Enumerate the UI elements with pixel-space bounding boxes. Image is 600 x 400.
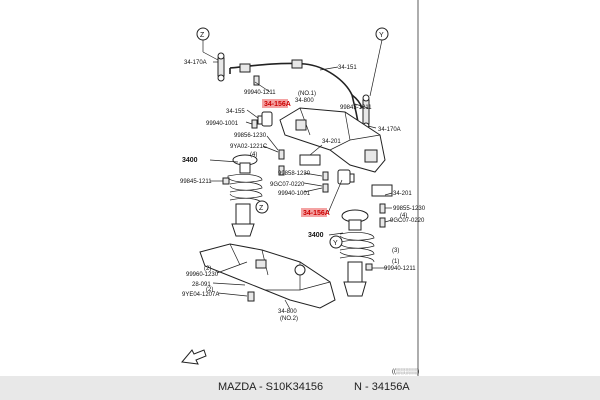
left-strut-assembly	[227, 154, 263, 237]
svg-text:34-170A: 34-170A	[378, 127, 401, 133]
left-stabilizer-link	[217, 57, 225, 77]
svg-text:(1): (1)	[392, 259, 399, 265]
svg-text:Y: Y	[379, 32, 384, 39]
svg-text:Z: Z	[259, 205, 264, 212]
svg-text:(4): (4)	[400, 213, 407, 219]
stabilizer-bushing-upper	[261, 111, 273, 127]
svg-text:34-201: 34-201	[322, 139, 341, 145]
svg-text:34-170A: 34-170A	[184, 60, 207, 66]
stabilizer-bar	[229, 62, 361, 133]
svg-text:(3): (3)	[392, 248, 399, 254]
svg-text:(4): (4)	[250, 152, 257, 158]
svg-text:(NO.2): (NO.2)	[280, 316, 298, 322]
svg-text:34-151: 34-151	[338, 65, 357, 71]
svg-text:99940-1001: 99940-1001	[278, 191, 311, 197]
svg-text:((░░░░░): ((░░░░░)	[392, 368, 419, 375]
highlighted-part-bottom: 34-156A	[303, 210, 330, 217]
leader-lines	[202, 39, 393, 310]
svg-text:Y: Y	[333, 240, 338, 247]
bar-bushing-left	[239, 63, 251, 73]
svg-text:9YA02-1221C: 9YA02-1221C	[230, 144, 268, 150]
svg-text:99940-1001: 99940-1001	[206, 121, 239, 127]
brand-part-code: MAZDA - S10K34156	[218, 381, 324, 393]
svg-text:(2): (2)	[206, 287, 213, 293]
svg-text:Z: Z	[200, 32, 205, 39]
svg-text:99940-1211: 99940-1211	[244, 90, 276, 96]
stabilizer-bushing-lower	[337, 169, 351, 185]
svg-text:99843-1211: 99843-1211	[340, 105, 372, 111]
svg-text:99845-1211: 99845-1211	[180, 179, 212, 185]
svg-text:99855-1230: 99855-1230	[393, 206, 426, 212]
svg-text:(NO.1): (NO.1)	[298, 91, 316, 97]
svg-text:99960-1230: 99960-1230	[186, 272, 219, 278]
svg-text:9GC07-0220: 9GC07-0220	[390, 218, 425, 224]
svg-text:34-800: 34-800	[278, 309, 297, 315]
right-stabilizer-link	[362, 99, 370, 125]
svg-text:34-201: 34-201	[393, 191, 412, 197]
bracket-34-201-left	[299, 154, 321, 166]
part-info-footer: MAZDA - S10K34156 N - 34156A	[0, 376, 600, 400]
svg-text:(2): (2)	[204, 266, 211, 272]
svg-text:34-155: 34-155	[226, 109, 245, 115]
svg-text:3400: 3400	[182, 157, 198, 164]
svg-text:9YE04-1207A: 9YE04-1207A	[182, 292, 219, 298]
highlighted-part-top: 34-156A	[264, 101, 291, 108]
svg-text:3400: 3400	[308, 232, 324, 239]
part-labels: 34-170A 34-151 99940-1211 (NO.1) 34-800 …	[180, 60, 426, 375]
svg-text:28-091: 28-091	[192, 282, 211, 288]
highlight-box-bottom	[301, 208, 327, 217]
svg-text:99856-1230: 99856-1230	[234, 133, 267, 139]
right-strut-assembly	[339, 209, 375, 297]
crossmember-no2	[199, 243, 336, 309]
svg-text:34-800: 34-800	[295, 98, 314, 104]
highlight-box-top	[262, 99, 288, 108]
svg-text:9GC07-0220: 9GC07-0220	[270, 182, 305, 188]
part-number: N - 34156A	[354, 381, 410, 393]
svg-text:99858-1230: 99858-1230	[278, 171, 311, 177]
bracket-34-201-right	[371, 184, 393, 197]
front-direction-arrow-icon	[181, 349, 207, 365]
svg-text:99940-1211: 99940-1211	[384, 266, 416, 272]
